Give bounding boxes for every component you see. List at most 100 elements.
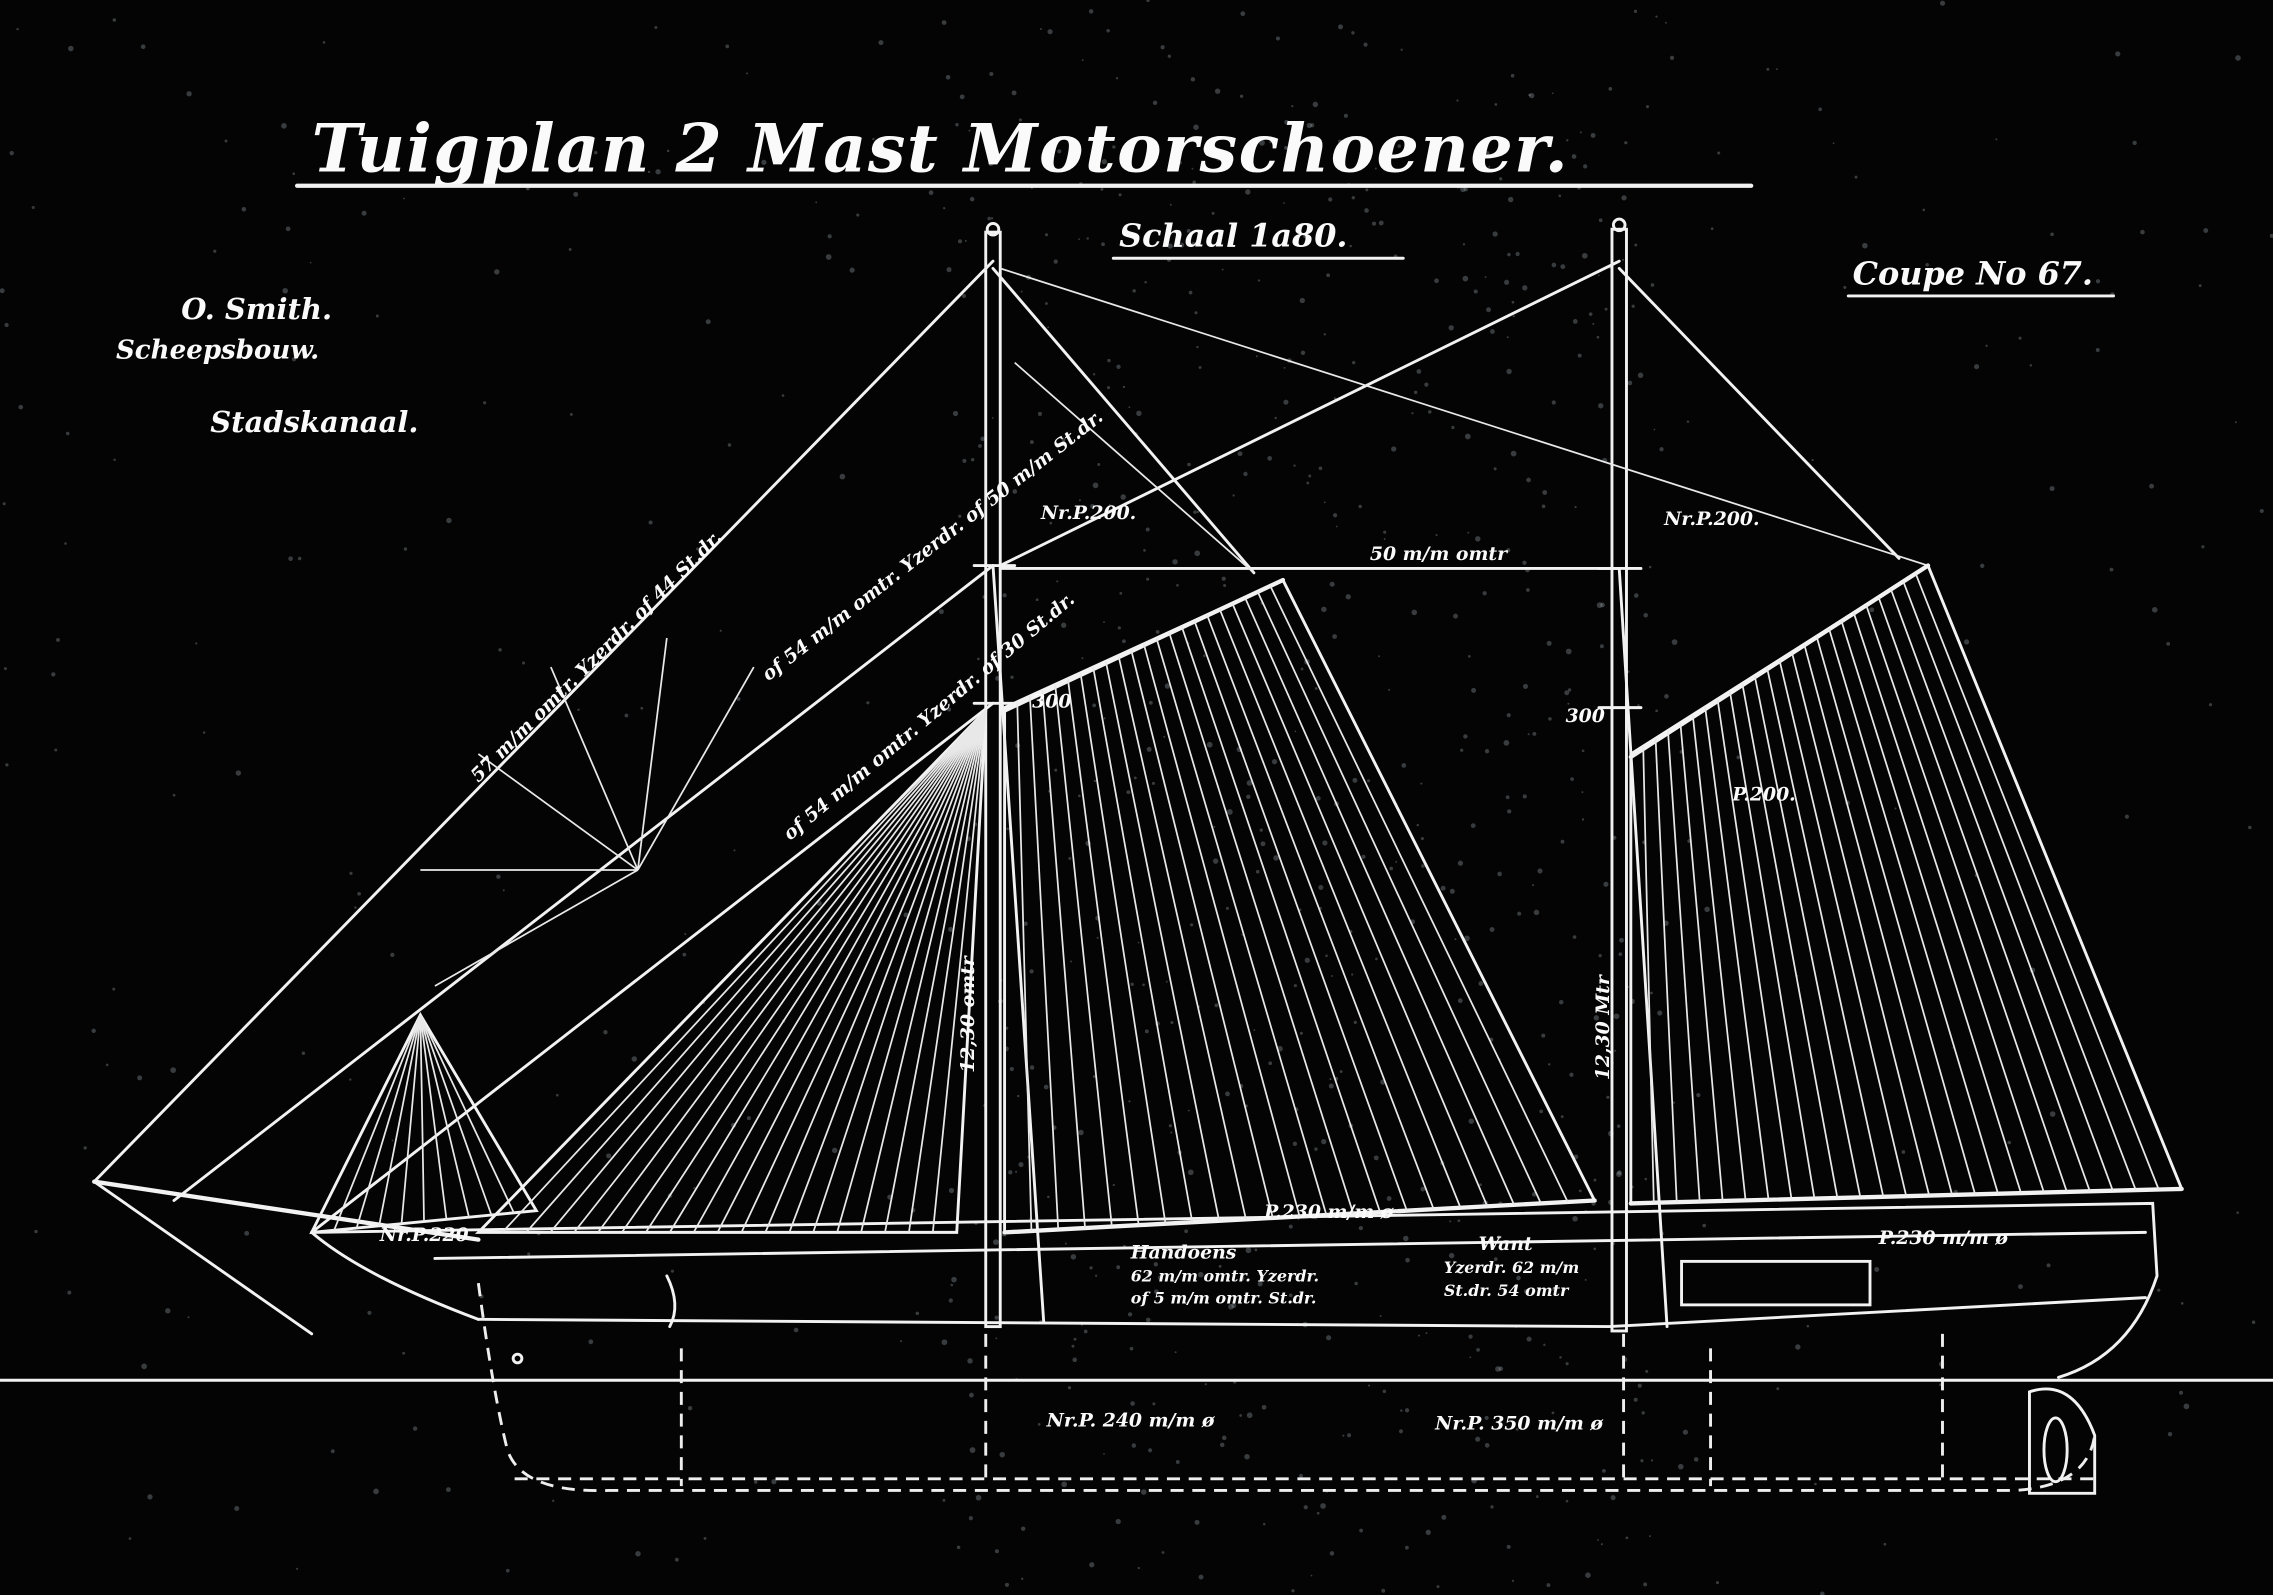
foresail-seam [1244, 597, 1515, 1206]
foresail-seam [1016, 701, 1033, 1231]
mainsail-seam [1877, 596, 2091, 1192]
staysail-seam [884, 710, 987, 1233]
staysail-seam [692, 710, 987, 1233]
staysail-seam [525, 709, 987, 1233]
want-label: Want [1479, 1233, 1533, 1255]
main-p200-label: P.200. [1731, 783, 1795, 805]
fore-300-label: 300 [1032, 691, 1071, 713]
foresail-seam [1092, 666, 1194, 1223]
mainsail-seam [1679, 722, 1724, 1202]
foresail-seam [1155, 637, 1328, 1216]
standing-rigging [92, 259, 1929, 1329]
jib-seam [419, 1014, 515, 1214]
mainsail-seam [1778, 659, 1908, 1197]
foresail-seam [1104, 661, 1220, 1221]
foresail-seam [1168, 631, 1355, 1214]
main-top-label: Nr.P.200. [1663, 508, 1759, 530]
handoens-spec-2: of 5 m/m omtr. St.dr. [1131, 1288, 1317, 1307]
coupe-label: Coupe No 67. [1853, 254, 2093, 292]
foremast-length-label: 12,30 omtr [957, 954, 979, 1073]
hull [310, 1201, 2159, 1495]
maker-place: Stadskanaal. [210, 405, 418, 439]
foresail-seam [1206, 614, 1435, 1210]
foresail-seam [1256, 591, 1542, 1204]
foresail-seam [1066, 678, 1140, 1226]
main-300-label: 300 [1566, 705, 1605, 727]
scale-label: Schaal 1a80. [1119, 217, 1347, 255]
foremast-foot-label: Nr.P. 240 m/m ø [1046, 1410, 1216, 1432]
foresail-seam [1218, 608, 1462, 1209]
maker-name: O. Smith. [181, 292, 332, 326]
mainsail-seam [1691, 714, 1747, 1201]
mainsail-seam [1654, 738, 1678, 1203]
foresail-seam [1117, 655, 1247, 1220]
mainsail-seam [1865, 604, 2068, 1193]
foremast [972, 222, 1017, 1329]
bowsprit [92, 1179, 481, 1242]
staysail-seam [621, 710, 987, 1233]
rigging-labels: 57 m/m omtr. Yzerdr. of 44 St.dr. of 54 … [379, 406, 2010, 1435]
staysail-seam [716, 710, 987, 1233]
staysail-seam [573, 709, 987, 1233]
propeller-icon [2042, 1416, 2069, 1484]
foresail-seam [1054, 684, 1113, 1227]
jib-seam [419, 1014, 493, 1216]
bobstay [92, 1180, 314, 1336]
staysail-seam [740, 710, 987, 1233]
staysail [474, 706, 988, 1234]
mainsail-seam [1741, 683, 1839, 1199]
mainsail-seam [1729, 691, 1816, 1199]
jib-seam [419, 1014, 448, 1220]
staysail-seam [645, 710, 987, 1233]
jib-seam [419, 1014, 470, 1218]
sails [309, 563, 2184, 1235]
mainmast-length-label: 12,30 Mtr [1592, 973, 1614, 1080]
mainsail-seam [1815, 635, 1976, 1195]
staysail-seam [812, 710, 987, 1233]
staysail-seam [931, 710, 987, 1233]
mainmast-foot-label: Nr.P. 350 m/m ø [1434, 1413, 1604, 1435]
staysail-seam [549, 709, 987, 1233]
foresail-seam [1079, 672, 1167, 1224]
staysail-seam [908, 710, 987, 1233]
triatic-stay-label: 50 m/m omtr [1370, 543, 1509, 565]
drawing-title: Tuigplan 2 Mast Motorschoener. [312, 108, 1570, 187]
foresail [1003, 578, 1597, 1234]
staysail-seam [597, 710, 987, 1233]
staysail-seam [668, 710, 987, 1233]
fore-boom-label: P.230 m/m ø [1263, 1201, 1395, 1223]
mainsail-seam [1840, 620, 2022, 1194]
mainsail-seam [1753, 675, 1862, 1198]
mainmast [1597, 217, 1643, 1333]
foresail-seam [1269, 585, 1569, 1203]
mainsail-seam [1890, 588, 2114, 1192]
mainsail-seam [1790, 651, 1931, 1196]
jib-seam [355, 1014, 422, 1229]
mainsail-seam [1716, 698, 1793, 1200]
main-boom-label: P.230 m/m ø [1878, 1227, 2010, 1249]
mainsail-seam [1914, 573, 2160, 1190]
staysail-seam [836, 710, 987, 1233]
mainsail-seam [1852, 612, 2045, 1193]
mainsail-seam [1902, 580, 2137, 1191]
handoens-spec-1: 62 m/m omtr. Yzerdr. [1131, 1267, 1319, 1286]
mainsail-seam [1803, 643, 1953, 1196]
foresail-seam [1130, 649, 1274, 1219]
forestay-label: 57 m/m omtr. Yzerdr. of 44 St.dr. [466, 527, 726, 787]
handoens-label: Handoens [1130, 1241, 1237, 1263]
want-spec-2: St.dr. 54 omtr [1444, 1281, 1570, 1300]
foresail-seam [1193, 620, 1408, 1211]
staysail-seam [860, 710, 987, 1233]
foresail-seam [1041, 690, 1086, 1229]
foresail-seam [1231, 602, 1489, 1207]
jib-seam [333, 1014, 422, 1231]
mainsail-seam [1766, 667, 1885, 1197]
foresail-seam [1142, 643, 1301, 1217]
mainsail-seam [1667, 730, 1701, 1202]
fore-top-label: Nr.P.200. [1040, 502, 1136, 524]
jib-seam [419, 1014, 425, 1222]
mainsail-seam [1642, 746, 1655, 1203]
staysail-seam [788, 710, 987, 1233]
foresail-seam [1180, 626, 1381, 1213]
